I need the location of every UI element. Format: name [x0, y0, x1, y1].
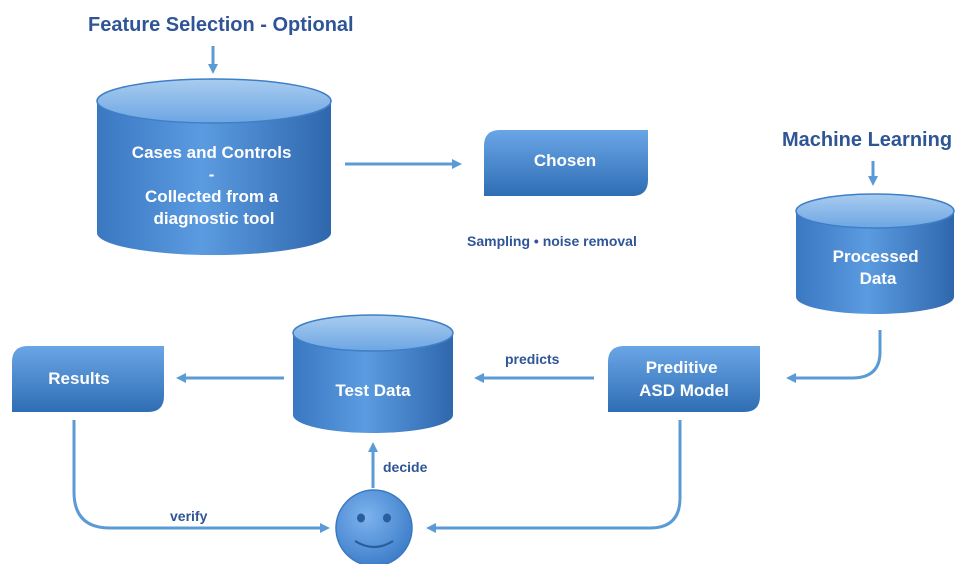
svg-text:Processed Data: Processed Data [833, 247, 924, 288]
arrow-processed-to-model [786, 330, 882, 383]
chosen-box: Chosen [484, 130, 648, 196]
test-data-label: Test Data [335, 381, 411, 400]
verify-label: verify [170, 508, 208, 524]
feature-selection-heading: Feature Selection - Optional [88, 14, 354, 36]
predictive-model-box: Preditive ASD Model [608, 346, 760, 412]
cases-controls-cylinder: Cases and Controls - Collected from a di… [96, 78, 332, 255]
results-box: Results [12, 346, 164, 412]
processed-data-line-1: Processed [833, 247, 919, 266]
chosen-label: Chosen [534, 151, 596, 170]
sampling-label: Sampling • noise removal [467, 233, 637, 249]
machine-learning-heading: Machine Learning [782, 129, 952, 151]
arrow-model-to-face [426, 420, 682, 533]
right-eye [383, 513, 391, 523]
svg-text:Cases and Controls -: Cases and Controls - Collected from a di… [132, 143, 296, 228]
cases-controls-line-3: Collected from a [145, 187, 279, 206]
results-label: Results [48, 369, 109, 388]
svg-text:Preditive ASD Model: Preditive ASD Model [639, 358, 729, 400]
decide-label: decide [383, 459, 428, 475]
processed-data-cylinder: Processed Data [795, 193, 955, 314]
arrow-results-to-face [72, 420, 330, 533]
left-eye [357, 513, 365, 523]
arrows [72, 46, 882, 533]
smile [354, 540, 394, 549]
cases-controls-line-1: Cases and Controls [132, 143, 292, 162]
smiley-face-icon [335, 489, 413, 564]
test-data-cylinder: Test Data [292, 314, 454, 433]
predicts-label: predicts [505, 351, 560, 367]
cases-controls-line-4: diagnostic tool [154, 209, 275, 228]
processed-data-line-2: Data [860, 269, 897, 288]
model-line-1: Preditive [646, 358, 718, 377]
model-line-2: ASD Model [639, 381, 729, 400]
cases-controls-line-2: - [209, 165, 215, 184]
